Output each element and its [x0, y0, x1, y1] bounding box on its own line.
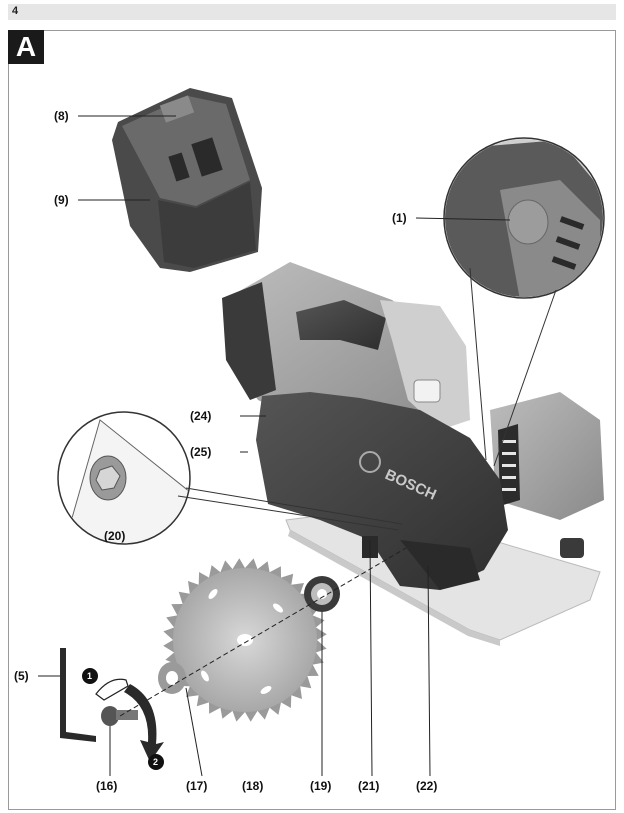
callout-16: (16): [96, 779, 117, 793]
callout-22: (22): [416, 779, 437, 793]
clamping-flange: [304, 576, 340, 612]
callout-24: (24): [190, 409, 211, 423]
callout-1: (1): [392, 211, 407, 225]
motor-housing: [490, 392, 604, 520]
callout-labels: (8) (9) (1) (24) (25) (20) (5) (16) (17)…: [14, 109, 437, 793]
washer: [158, 662, 186, 694]
callout-25: (25): [190, 445, 211, 459]
step-2-label: 2: [153, 757, 158, 767]
callout-20: (20): [104, 529, 125, 543]
detail-inset-left: [57, 411, 191, 545]
detail-inset-top: [443, 137, 605, 299]
assembly-axis-line: [119, 547, 407, 717]
blade-guard: BOSCH: [256, 392, 508, 590]
callout-leader-lines: [38, 115, 511, 777]
callout-18: (18): [242, 779, 263, 793]
figure-label: A: [15, 31, 37, 62]
step-1-label: 1: [87, 671, 92, 681]
callout-9: (9): [54, 193, 69, 207]
page-number: 4: [12, 5, 19, 17]
callout-5: (5): [14, 669, 29, 683]
inset-left-leader-lines: [177, 487, 403, 531]
callout-8: (8): [54, 109, 69, 123]
rotation-arrows: 1 2: [82, 668, 164, 770]
callout-21: (21): [358, 779, 379, 793]
inset-top-leader-lines: [469, 267, 557, 467]
page-header-bar: 4: [8, 4, 616, 20]
clamping-screw: [101, 706, 138, 726]
saw-blade: [163, 558, 327, 722]
figure-label-badge: A: [8, 30, 44, 64]
saw-body: [222, 262, 470, 430]
callout-17: (17): [186, 779, 207, 793]
battery-pack: [112, 88, 262, 272]
hex-key: [60, 648, 96, 742]
callout-19: (19): [310, 779, 331, 793]
